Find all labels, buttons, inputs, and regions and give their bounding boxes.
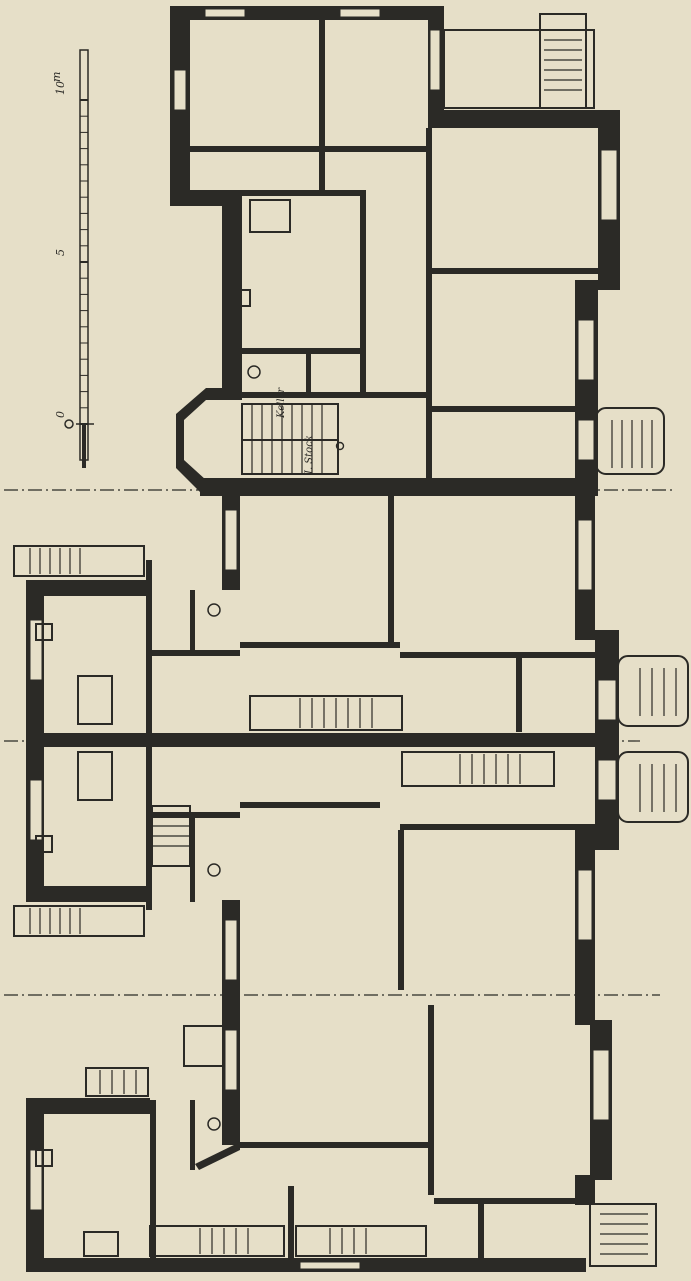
house-2-plan <box>13 490 689 1000</box>
scale-label-10: 10 <box>54 81 67 95</box>
scale-label-5: 5 <box>54 249 67 256</box>
house-3-plan <box>26 995 657 1272</box>
scale-origin-marker <box>64 419 74 429</box>
stair-label-keller: Keller <box>276 387 287 419</box>
stair-label-stock: I. Stock <box>304 435 315 475</box>
scale-bar-subdivision <box>82 424 86 468</box>
scale-label-0: 0 <box>54 411 67 418</box>
house-1-plan: Keller I. Stock <box>170 6 665 496</box>
scale-unit-label: m <box>50 72 63 82</box>
scale-bar: 0 5 10 m <box>50 49 94 468</box>
